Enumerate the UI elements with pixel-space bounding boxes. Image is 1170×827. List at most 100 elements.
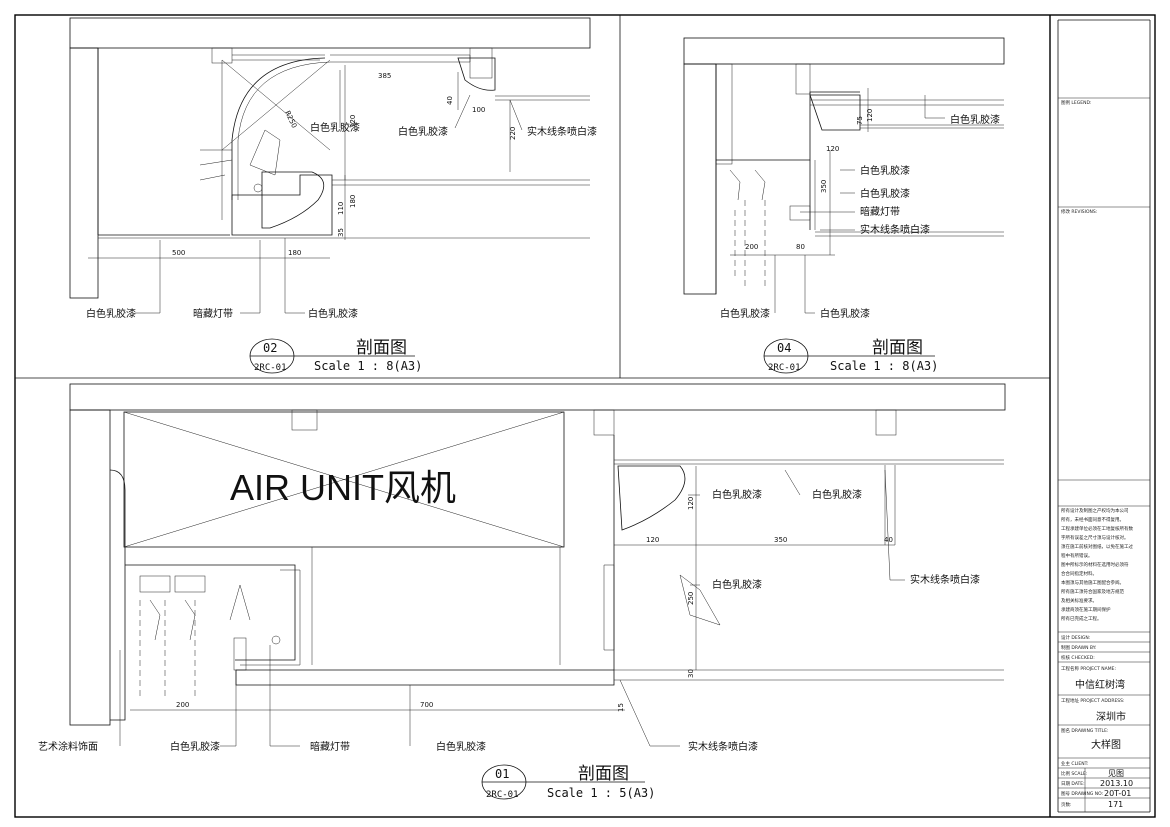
labels-white-latex-text: 白色乳胶漆: [860, 187, 910, 200]
dims-d220-text: 220: [509, 127, 517, 140]
labels-wood-line-text: 实木线条喷白漆: [860, 223, 930, 236]
section-02-detail: 385 R250 320 100 40 220 110 180 35 500 1…: [69, 17, 597, 320]
air-unit-text: AIR UNIT风机: [230, 467, 456, 508]
dims-d200-text: 200: [176, 701, 189, 709]
dims-d700-text: 700: [420, 701, 433, 709]
titleblock-notes-1-text: 所有，未经书面同意不得复用。: [1061, 516, 1124, 523]
dims-d120-text: 120: [687, 497, 695, 510]
labels-white-latex-text: 白色乳胶漆: [720, 307, 770, 320]
dims-d385-text: 385: [378, 72, 391, 80]
labels-white-latex-text: 白色乳胶漆: [712, 578, 762, 591]
sections-1-title-text: 剖面图: [872, 338, 923, 358]
sections-0-title-text: 剖面图: [356, 338, 407, 358]
labels-white-latex-text: 白色乳胶漆: [308, 307, 358, 320]
dims-d40-text: 40: [446, 96, 454, 105]
sections-2-id-text: 01: [495, 767, 509, 781]
dims-d40-text: 40: [884, 536, 893, 544]
sections-1-code-text: 2RC-01: [768, 363, 801, 373]
dims-d500-text: 500: [172, 249, 185, 257]
dims-d120-text: 120: [866, 109, 874, 122]
labels-wood-line-text: 实木线条喷白漆: [688, 740, 758, 753]
titleblock-drawn-label-text: 制图 DRAWN BY:: [1061, 644, 1096, 651]
sections-2-code-text: 2RC-01: [486, 790, 519, 800]
titleblock-page-no-text: 171: [1108, 800, 1123, 809]
titleblock-design-label-text: 设计 DESIGN:: [1061, 634, 1090, 641]
dims-d30-text: 30: [687, 669, 695, 678]
labels-white-latex-text: 白色乳胶漆: [950, 113, 1000, 126]
titleblock-client-label-text: 业主 CLIENT:: [1061, 760, 1088, 767]
titleblock-drawing-no-label-text: 图号 DRAWING NO:: [1061, 791, 1103, 797]
section-04-detail: 75 120 120 350 200 80 白色乳胶漆 白色乳胶漆 白色乳胶漆 …: [683, 37, 1005, 320]
dims-d75-text: 75: [856, 116, 864, 125]
labels-hidden-light-text: 暗藏灯带: [193, 307, 233, 320]
labels-white-latex-text: 白色乳胶漆: [398, 125, 448, 138]
sections-0-id-text: 02: [263, 341, 277, 355]
labels-hidden-light-text: 暗藏灯带: [860, 205, 900, 218]
labels-white-latex-text: 白色乳胶漆: [712, 488, 762, 501]
titleblock-notes-12-text: 所有已完成之工程。: [1061, 615, 1102, 622]
titleblock-notes-0-text: 所有设计及制图之产权均为本公司: [1061, 507, 1129, 514]
dims-d320-text: 320: [349, 115, 357, 128]
titleblock-project-address-text: 深圳市: [1096, 710, 1126, 723]
dims-d80-text: 80: [796, 243, 805, 251]
titleblock-checked-label-text: 校核 CHECKED:: [1061, 654, 1095, 661]
labels-white-latex-text: 白色乳胶漆: [812, 488, 862, 501]
dims-d250-text: 250: [687, 592, 695, 605]
sections-2-scale-text: Scale 1 : 5(A3): [547, 786, 655, 800]
section-04-caption: 04 2RC-01 剖面图 Scale 1 : 8(A3): [763, 338, 938, 374]
dims-d110-text: 110: [337, 202, 345, 215]
dims-d350-text: 350: [820, 180, 828, 193]
titleblock-project-name-text: 中信红树湾: [1075, 678, 1125, 691]
titleblock-project-name-label-text: 工程名称 PROJECT NAME:: [1061, 665, 1116, 672]
labels-art-coating-text: 艺术涂料饰面: [38, 740, 98, 753]
titleblock-notes-2-text: 工程承建单位必须在工地复核所有数: [1061, 525, 1133, 532]
titleblock-scale-label-text: 比例 SCALE:: [1061, 770, 1087, 777]
dims-d15-text: 15: [617, 703, 625, 712]
dims-d200-text: 200: [745, 243, 758, 251]
sections-1-scale-text: Scale 1 : 8(A3): [830, 359, 938, 373]
labels-wood-line-text: 实木线条喷白漆: [910, 573, 980, 586]
dims-d350-text: 350: [774, 536, 787, 544]
labels-white-latex-text: 白色乳胶漆: [170, 740, 220, 753]
notes-list: 所有设计及制图之产权均为本公司 所有，未经书面同意不得复用。 工程承建单位必须在…: [1061, 507, 1133, 622]
titleblock-page-label-text: 页数:: [1061, 801, 1072, 808]
titleblock-notes-3-text: 字所有误差之尺寸须与设计核对。: [1061, 534, 1129, 541]
titleblock-drawing-title-text: 大样图: [1091, 738, 1121, 751]
dims-d100-text: 100: [472, 106, 485, 114]
labels-white-latex-text: 白色乳胶漆: [310, 121, 360, 134]
labels-white-latex-text: 白色乳胶漆: [86, 307, 136, 320]
titleblock-legend-text: 图例 LEGEND:: [1061, 99, 1091, 106]
labels-white-latex-text: 白色乳胶漆: [436, 740, 486, 753]
titleblock-project-address-label-text: 工程地址 PROJECT ADDRESS:: [1061, 697, 1125, 704]
titleblock-drawing-title-label-text: 图名 DRAWING TITLE:: [1061, 727, 1108, 734]
titleblock-drawing-no-text: 20T-01: [1104, 789, 1131, 798]
labels-wood-line-text: 实木线条喷白漆: [527, 125, 597, 138]
labels-hidden-light-text: 暗藏灯带: [310, 740, 350, 753]
sheet-border: [14, 14, 1156, 818]
section-01-detail: AIR UNIT风机 120 350 40 120 250 30 200 700…: [38, 383, 1006, 753]
air-unit-box: [123, 411, 565, 548]
dims-d35-text: 35: [337, 228, 345, 237]
section-01-caption: 01 2RC-01 剖面图 Scale 1 : 5(A3): [481, 764, 655, 800]
titleblock-notes-5-text: 程中有所错误。: [1061, 552, 1093, 559]
titleblock-notes-9-text: 所有施工须符合国家及地方规范: [1061, 588, 1124, 595]
section-02-caption: 02 2RC-01 剖面图 Scale 1 : 8(A3): [249, 338, 422, 374]
sections-0-scale-text: Scale 1 : 8(A3): [314, 359, 422, 373]
sections-2-title-text: 剖面图: [578, 764, 629, 784]
titleblock-date-value-text: 2013.10: [1100, 779, 1133, 788]
titleblock-notes-6-text: 图中所标示的材料在选用时必须符: [1061, 561, 1129, 568]
sections-1-id-text: 04: [777, 341, 791, 355]
titleblock-notes-7-text: 合合同指定材料。: [1061, 570, 1097, 577]
dims-d180-text: 180: [288, 249, 301, 257]
title-block: 图例 LEGEND: 修改 REVISIONS: 所有设计及制图之产权均为本公司…: [1057, 19, 1151, 813]
titleblock-notes-8-text: 本图须与其他施工图配合参阅。: [1061, 579, 1124, 586]
titleblock-notes-10-text: 及相关标准要求。: [1061, 597, 1097, 604]
dims-d120-text: 120: [646, 536, 659, 544]
labels-white-latex-text: 白色乳胶漆: [860, 164, 910, 177]
titleblock-date-label-text: 日期 DATE:: [1061, 781, 1085, 787]
labels-r250-text: R250: [283, 109, 298, 129]
titleblock-notes-11-text: 承建商须在施工期间保护: [1061, 606, 1111, 613]
titleblock-scale-value-text: 见图: [1108, 769, 1124, 778]
sections-0-code-text: 2RC-01: [254, 363, 287, 373]
